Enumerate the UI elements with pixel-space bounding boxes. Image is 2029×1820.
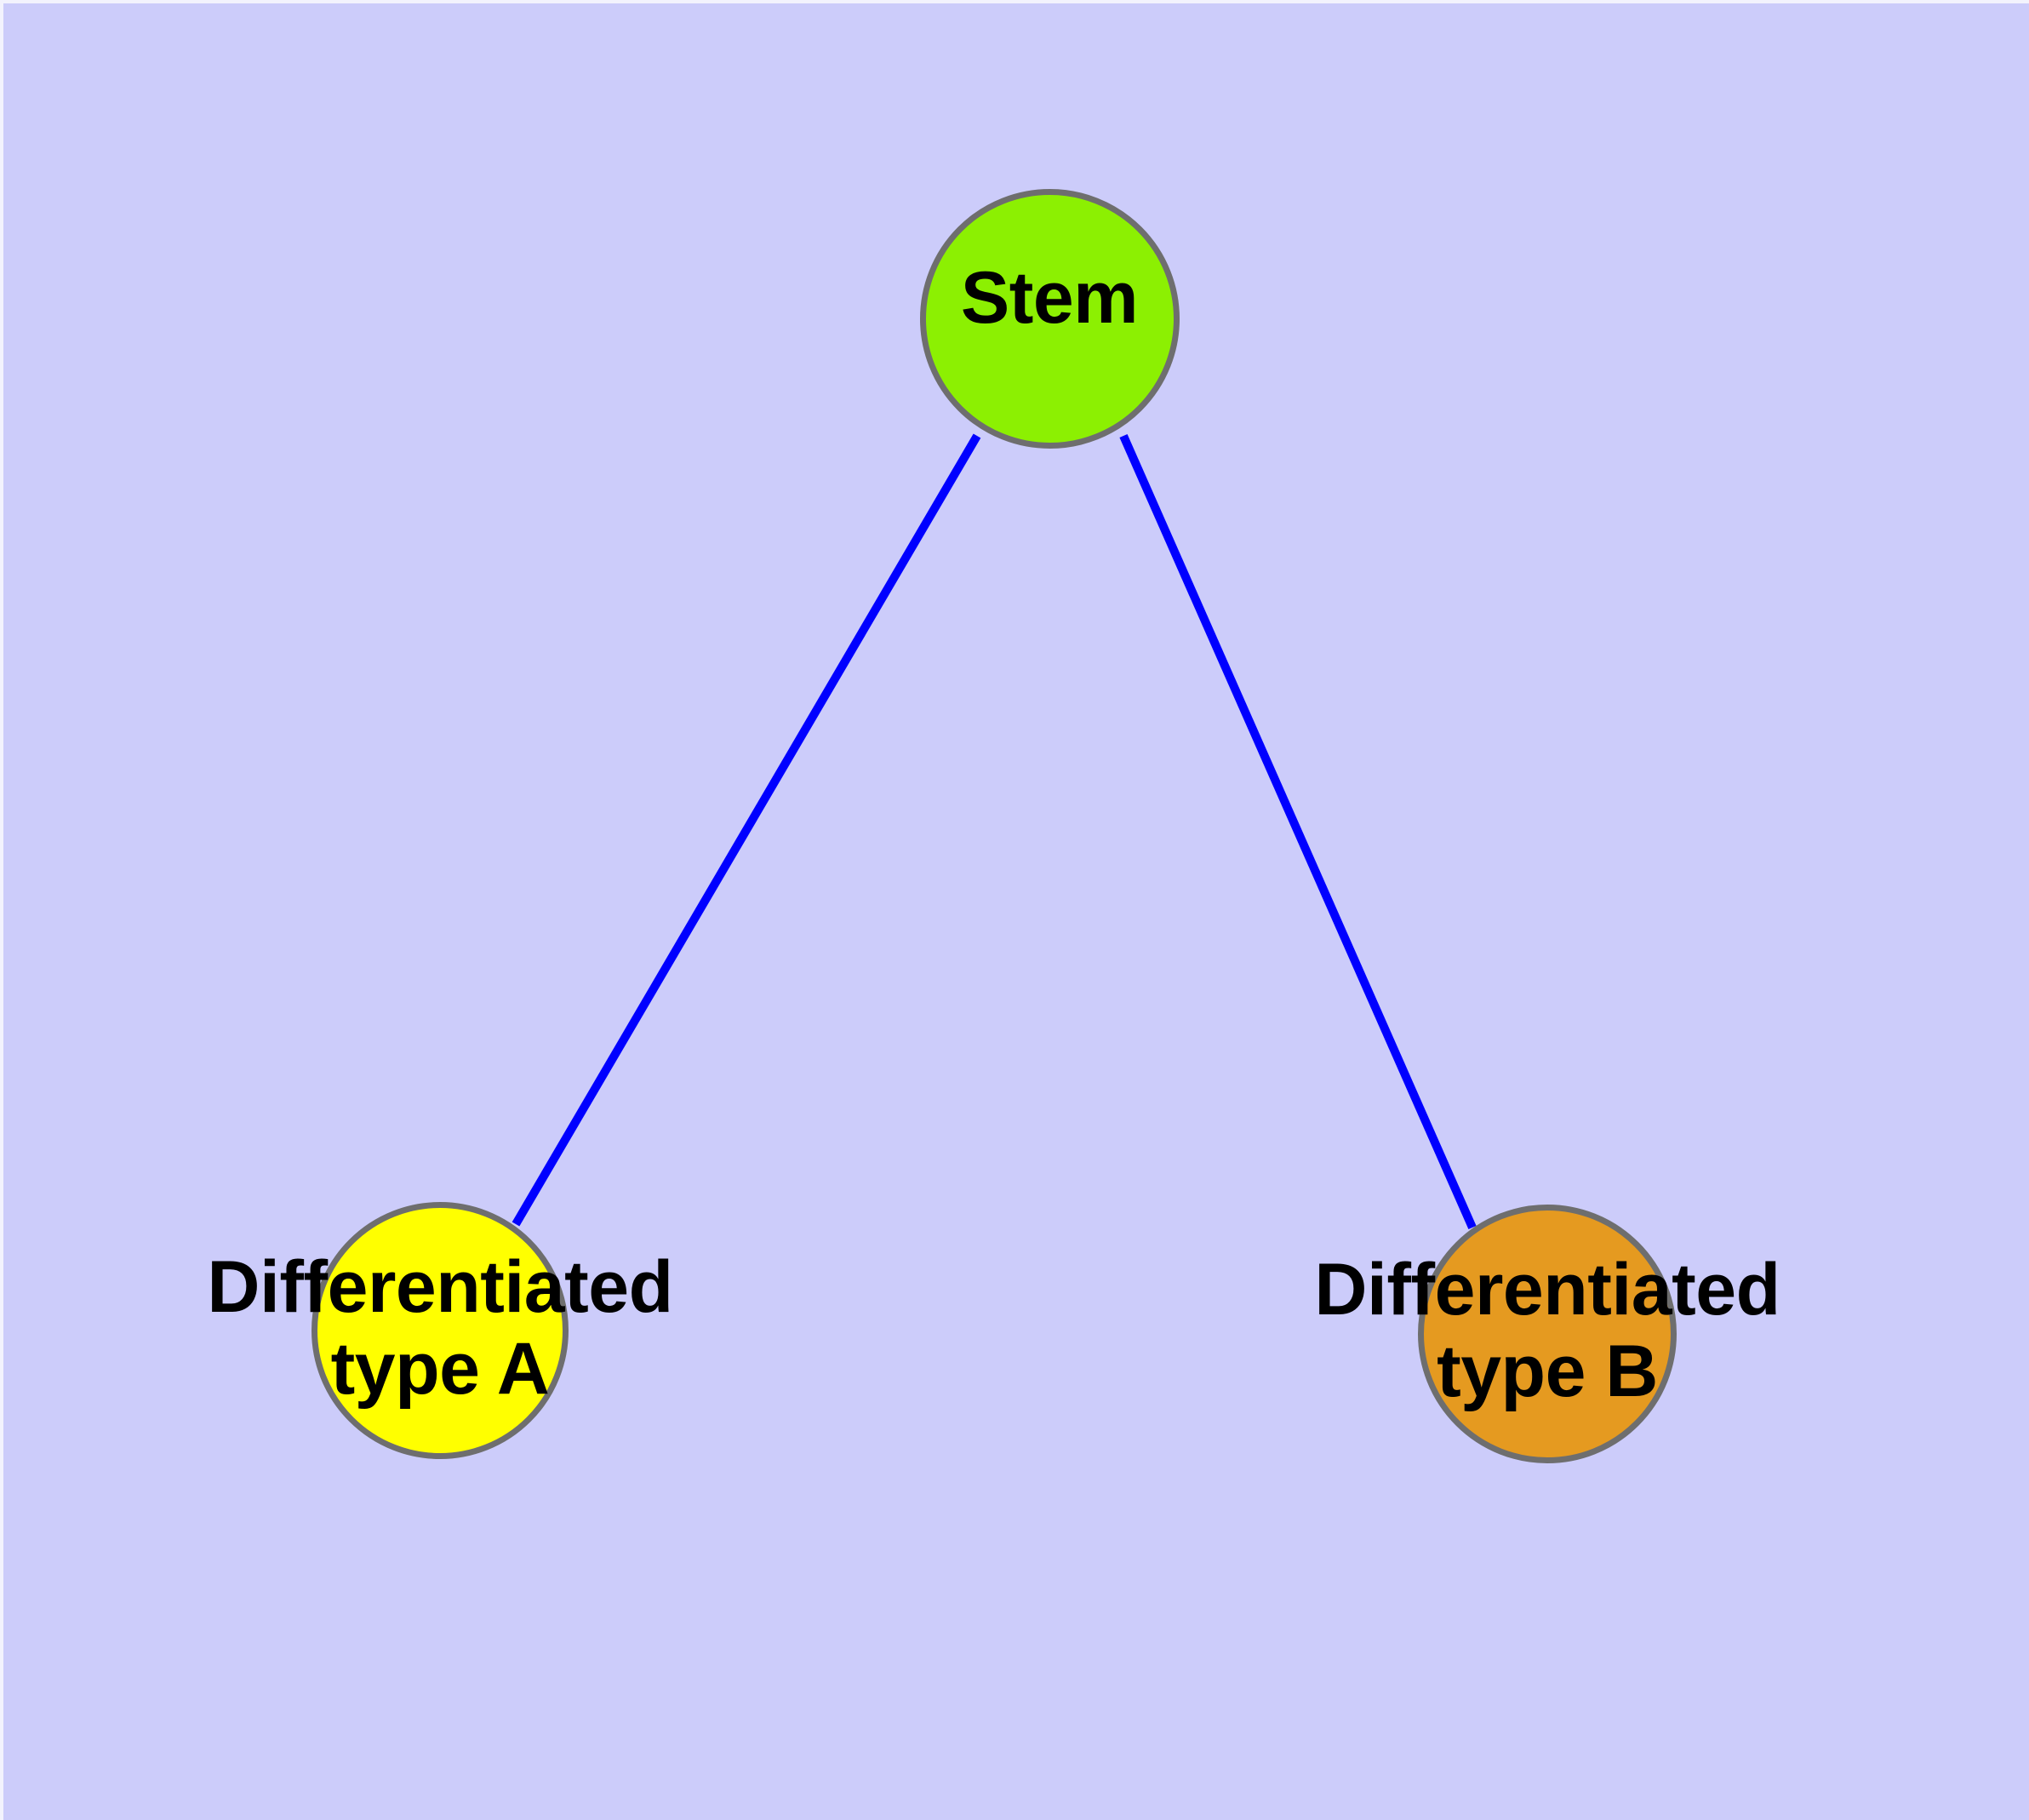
node-stem[interactable] bbox=[920, 189, 1180, 449]
edge-stem-to-differentiated-type-b bbox=[1119, 433, 1477, 1230]
edge-stem-to-differentiated-type-a bbox=[512, 433, 981, 1227]
node-differentiated-type-a[interactable] bbox=[311, 1202, 569, 1459]
node-differentiated-type-b[interactable] bbox=[1418, 1205, 1677, 1463]
